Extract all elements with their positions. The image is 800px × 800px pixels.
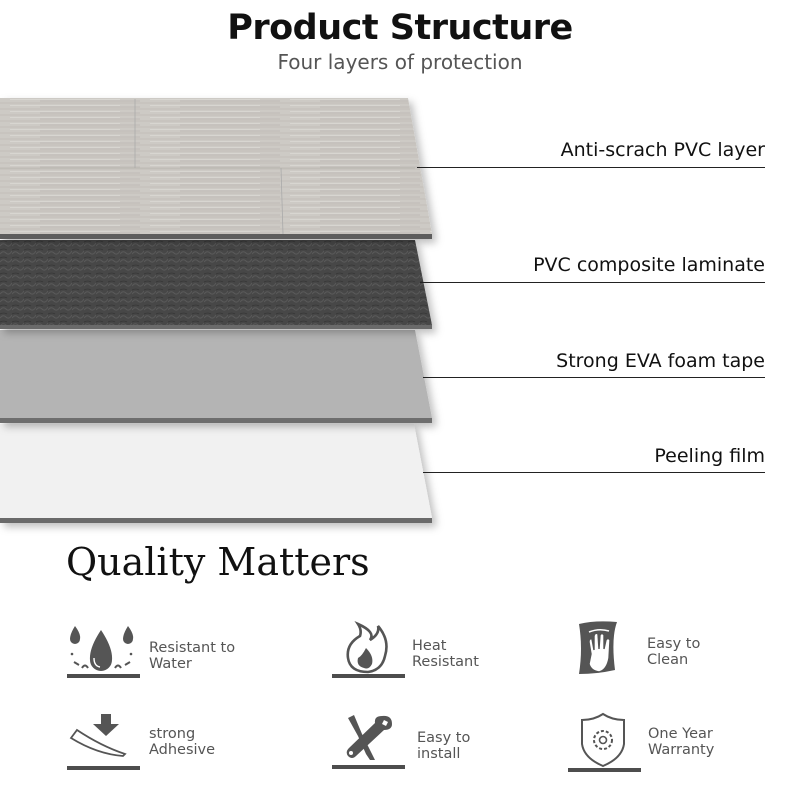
feature-water-resistant: Resistant to Water [67,618,287,698]
adhesive-press-icon [69,714,127,757]
divider [67,766,140,770]
feature-easy-install: Easy to install [332,710,552,790]
divider [67,674,140,678]
divider [332,674,405,678]
shield-gear-icon [581,712,625,768]
feature-one-year-warranty: One Year Warranty [568,710,788,790]
layer-label-composite: PVC composite laminate [533,254,765,276]
page-title: Product Structure [227,8,573,48]
divider [568,768,641,772]
leader-line [423,472,765,473]
layer-label-eva-foam: Strong EVA foam tape [556,350,765,372]
divider [332,765,405,769]
eva-foam-layer [0,330,432,423]
peeling-film-layer [0,424,432,523]
feature-label: One Year Warranty [648,726,715,758]
feature-label: Heat Resistant [412,638,479,670]
feature-label: Easy to Clean [647,636,701,668]
feature-label: Easy to install [417,730,471,762]
layer-stack-diagram [0,98,432,523]
feature-label: strong Adhesive [149,726,216,758]
layer-label-peeling-film: Peeling film [654,445,765,467]
leader-line [423,377,765,378]
flame-icon [346,620,388,674]
hand-wipe-icon [579,621,617,674]
page-subtitle: Four layers of protection [277,50,523,74]
feature-easy-clean: Easy to Clean [575,618,795,698]
composite-laminate-layer [0,240,432,329]
tools-icon [346,715,392,760]
feature-heat-resistant: Heat Resistant [332,618,552,698]
section-title: Quality Matters [66,540,370,584]
leader-line [417,167,765,168]
feature-label: Resistant to Water [149,640,236,672]
feature-strong-adhesive: strong Adhesive [67,710,287,790]
leader-line [420,282,765,283]
water-drops-icon [70,626,134,671]
layer-label-anti-scratch: Anti-scrach PVC layer [560,139,765,161]
wood-pvc-layer [0,98,432,239]
